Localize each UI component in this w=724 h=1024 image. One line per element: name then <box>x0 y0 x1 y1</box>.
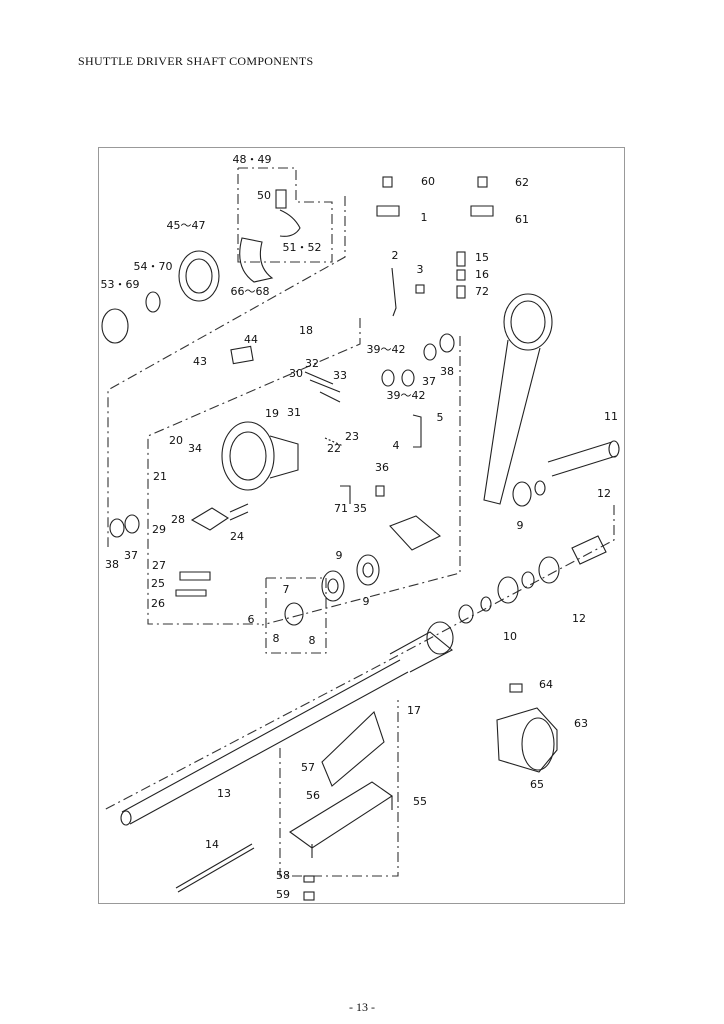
callout-label: 64 <box>539 678 553 691</box>
callout-label: 26 <box>151 597 165 610</box>
callout-label: 65 <box>530 778 544 791</box>
callout-label: 55 <box>413 795 427 808</box>
group-outline-18 <box>147 318 361 625</box>
callout-label: 8 <box>272 632 280 645</box>
callout-label: 14 <box>205 838 219 851</box>
callout-label: 2 <box>391 249 399 262</box>
callout-label: 59 <box>276 888 290 901</box>
callout-label: 8 <box>308 634 316 647</box>
diagram-frame <box>98 147 625 904</box>
page-number: - 13 - <box>349 1000 375 1014</box>
callout-label: 7 <box>282 583 290 596</box>
callout-label: 20 <box>169 434 183 447</box>
callout-label: 28 <box>171 513 185 526</box>
bobbin-case-53 <box>101 308 129 344</box>
bobbin-case-opener <box>279 209 301 237</box>
callout-label: 66～68 <box>230 285 270 298</box>
callout-label: 61 <box>515 213 529 226</box>
screw-50 <box>275 189 287 209</box>
shuttle-45 <box>178 250 220 302</box>
shaft-13 <box>120 621 454 826</box>
group-outline-6 <box>265 577 327 654</box>
callout-label: 1 <box>420 211 428 224</box>
bearings <box>284 535 607 626</box>
callout-label: 12 <box>597 487 611 500</box>
callout-label: 37 <box>124 549 138 562</box>
group-outline-48-49 <box>237 167 333 263</box>
callout-label: 36 <box>375 461 389 474</box>
shuttle-parts <box>101 189 301 344</box>
callout-label: 34 <box>188 442 202 455</box>
collar-65 <box>496 683 558 773</box>
callout-label: 60 <box>421 175 435 188</box>
callout-label: 19 <box>265 407 279 420</box>
callout-label: 16 <box>475 268 489 281</box>
callout-label: 35 <box>353 502 367 515</box>
callout-label: 4 <box>392 439 400 452</box>
callout-label: 10 <box>503 630 517 643</box>
callout-label: 53・69 <box>100 278 140 291</box>
callout-label: 11 <box>604 410 618 423</box>
callout-label: 72 <box>475 285 489 298</box>
callout-label: 39～42 <box>366 343 406 356</box>
hook-part-66 <box>239 237 274 283</box>
callout-label: 33 <box>333 369 347 382</box>
callout-label: 43 <box>193 355 207 368</box>
callout-label: 25 <box>151 577 165 590</box>
callout-label: 13 <box>217 787 231 800</box>
callout-label: 3 <box>416 263 424 276</box>
callout-label: 44 <box>244 333 258 346</box>
callout-label: 21 <box>153 470 167 483</box>
callout-label: 9 <box>362 595 370 608</box>
callout-label: 23 <box>345 430 359 443</box>
callout-label: 45～47 <box>166 219 206 232</box>
shaft-11 <box>512 440 620 507</box>
callout-label: 56 <box>306 789 320 802</box>
callout-label: 5 <box>436 411 444 424</box>
callout-label: 54・70 <box>133 260 173 273</box>
callout-label: 62 <box>515 176 529 189</box>
callout-label: 9 <box>335 549 343 562</box>
callout-label: 18 <box>299 324 313 337</box>
callout-label: 22 <box>327 442 341 455</box>
shuttle-inner <box>185 258 213 294</box>
callout-label: 27 <box>152 559 166 572</box>
callout-label: 24 <box>230 530 244 543</box>
callout-label: 38 <box>105 558 119 571</box>
callout-label: 57 <box>301 761 315 774</box>
cable-tie-14 <box>175 843 255 893</box>
callout-label: 31 <box>287 406 301 419</box>
callout-label: 58 <box>276 869 290 882</box>
callout-label: 6 <box>247 613 255 626</box>
page-title: SHUTTLE DRIVER SHAFT COMPONENTS <box>78 54 314 68</box>
callout-label: 50 <box>257 189 271 202</box>
callout-label: 32 <box>305 357 319 370</box>
plate-55 <box>289 711 393 901</box>
callout-label: 29 <box>152 523 166 536</box>
callout-label: 12 <box>572 612 586 625</box>
top-right-parts <box>376 176 494 317</box>
crank-arm <box>483 293 553 505</box>
callout-label: 39～42 <box>386 389 426 402</box>
callout-label: 48・49 <box>232 153 272 166</box>
driver-group <box>109 333 455 597</box>
callout-label: 17 <box>407 704 421 717</box>
group-outline-10 <box>103 505 615 811</box>
callout-label: 30 <box>289 367 303 380</box>
bobbin-54 <box>145 291 161 313</box>
group-outline-55 <box>279 700 399 877</box>
callout-label: 9 <box>516 519 524 532</box>
callout-label: 38 <box>440 365 454 378</box>
callout-label: 15 <box>475 251 489 264</box>
callout-label: 71 <box>334 502 348 515</box>
callout-label: 37 <box>422 375 436 388</box>
callout-label: 63 <box>574 717 588 730</box>
callout-label: 51・52 <box>282 241 322 254</box>
